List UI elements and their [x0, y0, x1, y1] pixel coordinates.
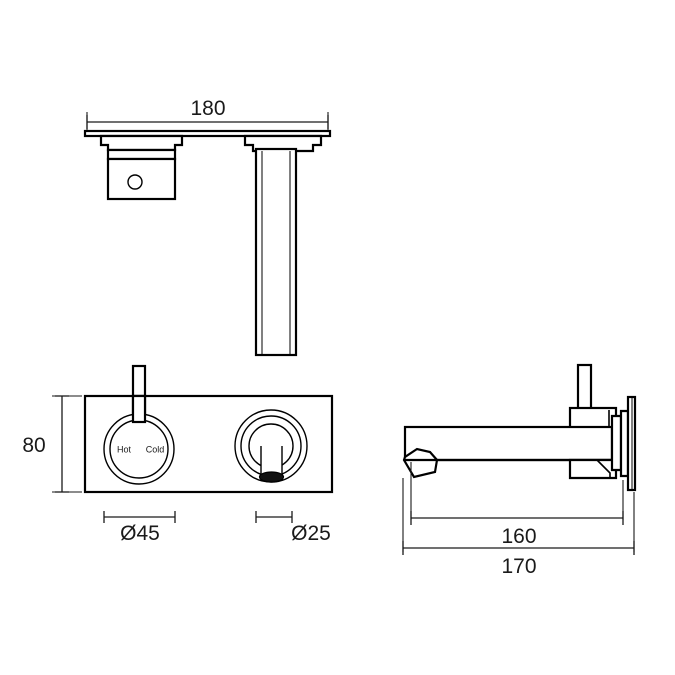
top-view-spout-barrel	[254, 147, 298, 357]
top-view-valve-shoulder	[99, 134, 184, 152]
knob-label-cold: Cold	[146, 444, 165, 454]
side-view-collar-step	[610, 414, 623, 472]
top-view-spout-shoulder	[243, 134, 323, 153]
dim-label-170: 170	[501, 555, 536, 578]
front-view-handle-stem	[131, 394, 147, 424]
top-view-group: 180	[83, 97, 332, 357]
top-view-valve-collar	[106, 148, 177, 161]
dim-label-d25: Ø25	[291, 522, 331, 545]
dim-label-180: 180	[190, 97, 225, 120]
side-view-spout-body	[403, 425, 614, 462]
top-view-valve-body	[106, 157, 177, 201]
dim-label-160: 160	[501, 525, 536, 548]
top-view-valve-port-hole	[127, 174, 143, 190]
dim-label-80: 80	[22, 434, 45, 457]
dim-label-d45: Ø45	[120, 522, 160, 545]
side-view-handle-lever	[576, 363, 593, 414]
side-view-group: 160 170	[402, 363, 637, 578]
side-view-rear-lower-block	[568, 458, 618, 480]
side-view-rear-lower-chamfer	[596, 459, 611, 478]
knob-label-hot: Hot	[117, 444, 132, 454]
front-view-aerator-outlet	[258, 471, 285, 483]
front-view-group: 80 Hot Cold Ø45	[22, 364, 334, 545]
side-view-aerator-tip	[402, 447, 439, 479]
top-view-mounting-plate	[83, 129, 332, 138]
